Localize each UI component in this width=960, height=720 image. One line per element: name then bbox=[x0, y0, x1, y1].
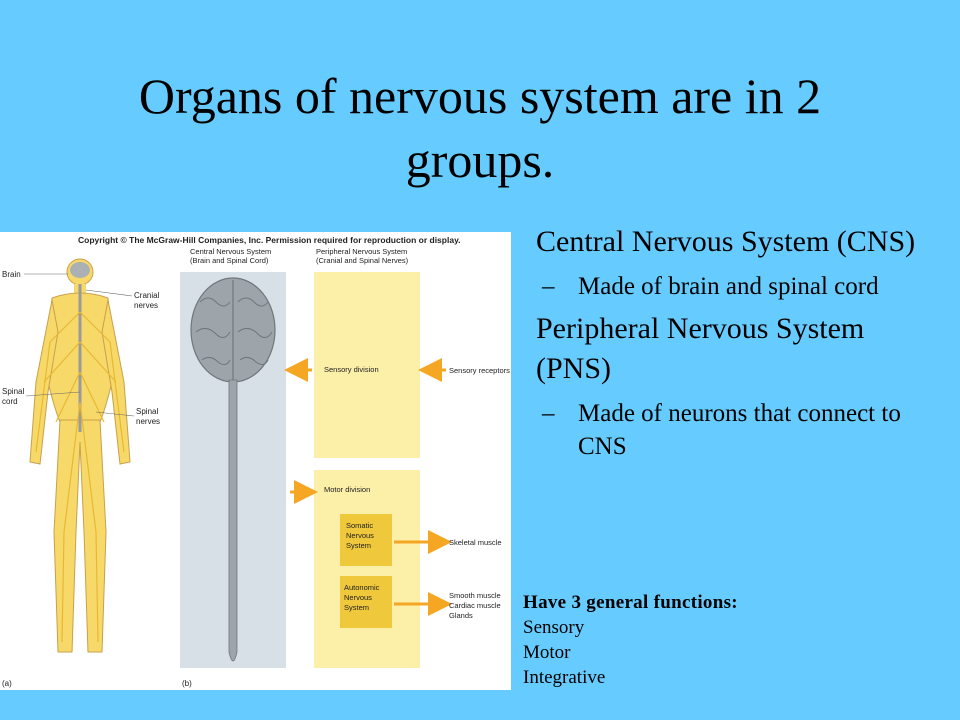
functions-heading: Have 3 general functions: bbox=[523, 592, 738, 613]
motor-division-panel bbox=[314, 470, 420, 668]
copyright-text: Copyright © The McGraw-Hill Companies, I… bbox=[78, 235, 461, 245]
bullet-list: Central Nervous System (CNS) – Made of b… bbox=[536, 222, 946, 467]
nervous-system-diagram: Copyright © The McGraw-Hill Companies, I… bbox=[2, 235, 510, 688]
label-cranial-nerves-2: nerves bbox=[134, 301, 158, 310]
label-brain: Brain bbox=[2, 270, 21, 279]
somatic-label-3: System bbox=[346, 541, 371, 550]
cardiac-muscle-label: Cardiac muscle bbox=[449, 601, 501, 610]
sensory-division-panel bbox=[314, 272, 420, 458]
function-item: Motor bbox=[523, 642, 571, 663]
pns-column-title-2: (Cranial and Spinal Nerves) bbox=[316, 256, 409, 265]
function-item: Integrative bbox=[523, 667, 606, 688]
sub-bullet-cns-text: Made of brain and spinal cord bbox=[578, 273, 879, 300]
label-panel-b: (b) bbox=[182, 679, 192, 688]
autonomic-label-2: Nervous bbox=[344, 593, 372, 602]
bullet-cns: Central Nervous System (CNS) bbox=[536, 225, 916, 258]
autonomic-label-1: Autonomic bbox=[344, 583, 380, 592]
label-panel-a: (a) bbox=[2, 679, 12, 688]
bullet-pns: Peripheral Nervous System (PNS) bbox=[536, 312, 865, 385]
glands-label: Glands bbox=[449, 611, 473, 620]
somatic-box bbox=[340, 514, 392, 566]
functions-list: Have 3 general functions: Sensory Motor … bbox=[523, 590, 738, 690]
label-spinal-nerves-1: Spinal bbox=[136, 407, 158, 416]
spinal-cord-illustration bbox=[228, 379, 238, 662]
label-spinal-nerves-2: nerves bbox=[136, 417, 160, 426]
dash-marker: – bbox=[542, 273, 555, 300]
label-spinal-cord-2: cord bbox=[2, 397, 18, 406]
nervous-system-figure: Copyright © The McGraw-Hill Companies, I… bbox=[0, 232, 511, 690]
sub-bullet-pns-text: Made of neurons that connect to CNS bbox=[578, 400, 901, 460]
sub-bullet-pns: – Made of neurons that connect to CNS bbox=[536, 397, 946, 463]
body-illustration bbox=[29, 258, 131, 653]
skeletal-muscle-label: Skeletal muscle bbox=[449, 538, 502, 547]
slide-title: Organs of nervous system are in 2 groups… bbox=[138, 68, 822, 188]
somatic-label-1: Somatic bbox=[346, 521, 373, 530]
sensory-receptors-label: Sensory receptors bbox=[449, 366, 510, 375]
label-cranial-nerves-1: Cranial bbox=[134, 291, 160, 300]
autonomic-box bbox=[340, 576, 392, 628]
sensory-division-label: Sensory division bbox=[324, 365, 379, 374]
dash-marker: – bbox=[542, 400, 555, 427]
cns-column-title-2: (Brain and Spinal Cord) bbox=[190, 256, 269, 265]
somatic-label-2: Nervous bbox=[346, 531, 374, 540]
cns-column-title-1: Central Nervous System bbox=[190, 247, 271, 256]
pns-column-title-1: Peripheral Nervous System bbox=[316, 247, 407, 256]
sub-bullet-cns: – Made of brain and spinal cord bbox=[536, 270, 946, 303]
autonomic-label-3: System bbox=[344, 603, 369, 612]
brain-illustration bbox=[190, 277, 276, 383]
smooth-muscle-label: Smooth muscle bbox=[449, 591, 501, 600]
function-item: Sensory bbox=[523, 617, 585, 638]
motor-division-label: Motor division bbox=[324, 485, 370, 494]
label-spinal-cord-1: Spinal bbox=[2, 387, 24, 396]
